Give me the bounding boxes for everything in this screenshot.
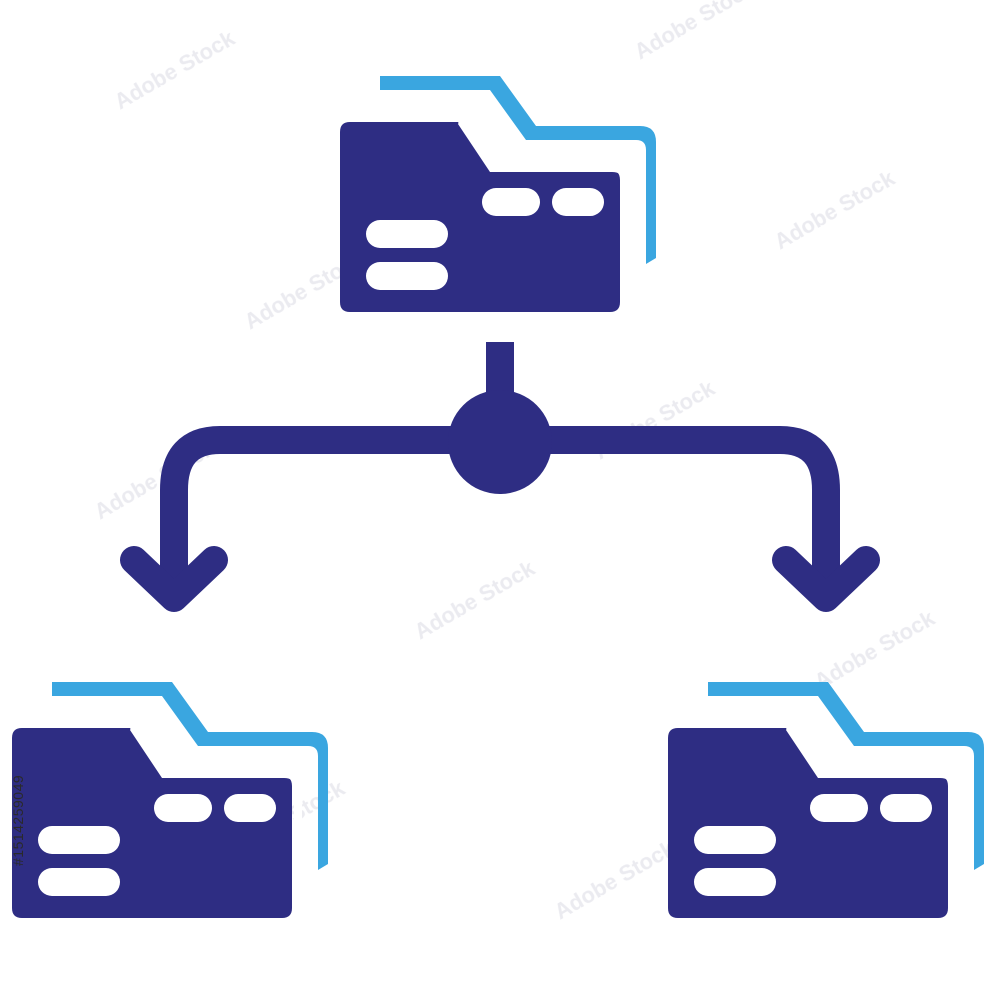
child-folder-right xyxy=(668,682,984,918)
svg-text:Adobe Stock: Adobe Stock xyxy=(770,165,900,254)
parent-folder xyxy=(340,76,656,312)
left-arrow xyxy=(120,546,228,612)
child-folder-left xyxy=(12,682,328,918)
stock-id-label: #1514259049 xyxy=(10,774,26,866)
svg-text:Adobe Stock: Adobe Stock xyxy=(410,555,540,644)
svg-text:Adobe Stock: Adobe Stock xyxy=(110,25,240,114)
svg-text:Adobe Stock: Adobe Stock xyxy=(550,835,680,924)
right-arrow xyxy=(772,546,880,612)
svg-text:Adobe Stock: Adobe Stock xyxy=(630,0,760,64)
connector-hub xyxy=(448,390,552,494)
svg-text:Adobe Stock: Adobe Stock xyxy=(810,605,940,694)
